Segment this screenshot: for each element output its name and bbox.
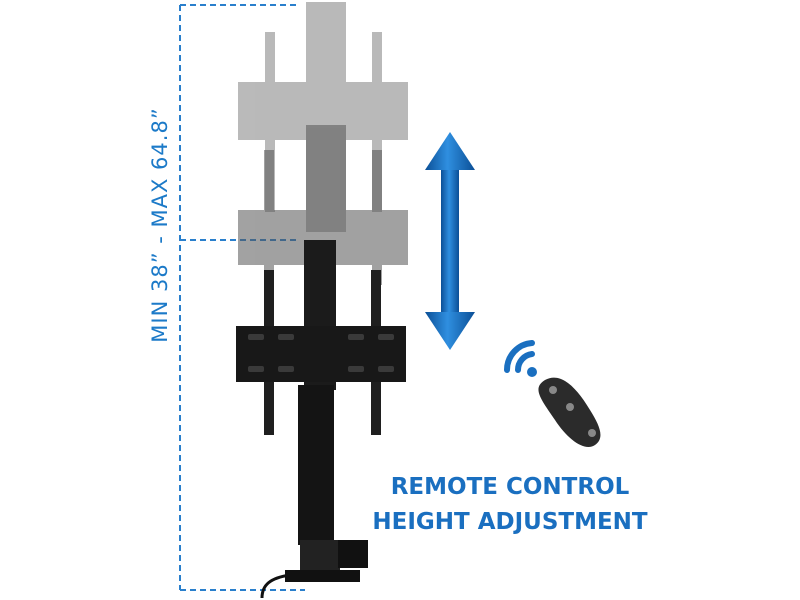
caption-line-1: REMOTE CONTROL (390, 474, 630, 500)
caption-line-2: HEIGHT ADJUSTMENT (372, 509, 648, 535)
height-range-text: MIN 38” - MAX 64.8” (148, 107, 172, 343)
tv-lift-mount (236, 240, 406, 599)
wireless-signal-icon (503, 340, 537, 377)
ghost-mount-middle (238, 125, 408, 285)
feature-caption: REMOTE CONTROL HEIGHT ADJUSTMENT (360, 470, 660, 540)
double-arrow-icon (425, 132, 475, 350)
remote-control-icon (538, 377, 601, 448)
